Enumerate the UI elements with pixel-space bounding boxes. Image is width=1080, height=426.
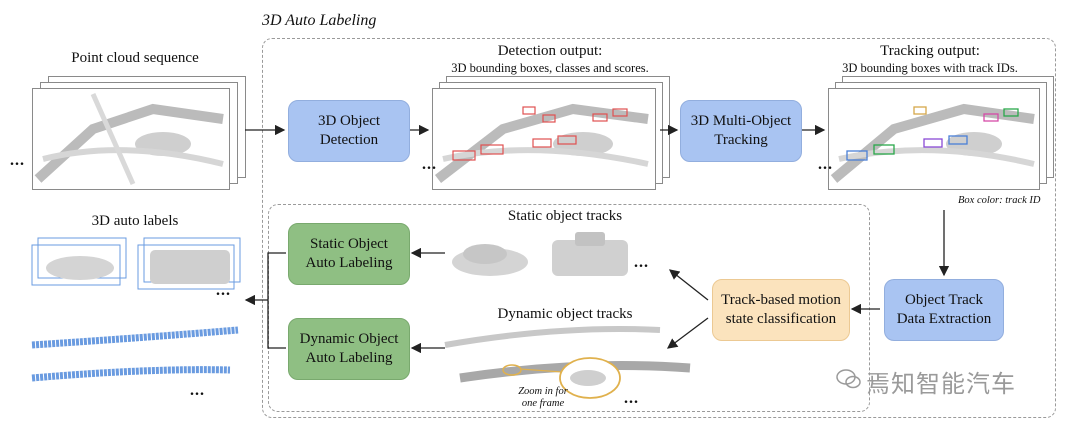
motion-line-2: state classification [725,311,837,327]
motion-line-1: Track-based motion [721,292,841,308]
auto-labels-ellipsis-bottom: ... [190,382,205,399]
zoom-caption: Zoom in for one frame [508,386,578,410]
tracking-line-1: 3D Multi-Object [690,113,792,129]
watermark-text: 焉知智能汽车 [866,370,1016,398]
static-line-1: Static Object [310,236,388,252]
detection-ellipsis: ... [422,156,437,173]
auto-labeling-region [262,38,1056,418]
motion-classification-box: Track-based motion state classification [712,279,850,341]
tracking-output-title: Tracking output: [880,43,980,59]
extraction-line-1: Object Track [905,292,983,308]
detection-frame-front [432,88,656,190]
static-line-2: Auto Labeling [305,255,393,271]
section-title: 3D Auto Labeling [262,12,377,29]
auto-labels-title: 3D auto labels [91,213,179,229]
dynamic-line-1: Dynamic Object [299,331,399,347]
tracking-ellipsis: ... [818,156,833,173]
dynamic-tracks-ellipsis: ... [624,390,639,407]
point-cloud-ellipsis: ... [10,152,25,169]
zoom-caption-line-1: Zoom in for [518,386,568,397]
point-cloud-label: Point cloud sequence [71,50,199,66]
dynamic-tracks-title: Dynamic object tracks [497,306,633,322]
tracking-line-2: Tracking [714,132,768,148]
tracking-output-subtitle: 3D bounding boxes with track IDs. [842,61,1018,75]
auto-labels-ellipsis-top: ... [216,282,231,299]
detection-output-title: Detection output: [497,43,603,59]
static-tracks-title: Static object tracks [507,208,623,224]
box-color-caption: Box color: track ID [958,195,1041,206]
object-detection-line-2: Detection [319,132,379,148]
extraction-line-2: Data Extraction [896,311,992,327]
zoom-caption-line-2: one frame [521,398,565,409]
dynamic-line-2: Auto Labeling [305,350,393,366]
object-detection-line-1: 3D Object [317,113,381,129]
point-cloud-frame-front [32,88,230,190]
static-tracks-ellipsis: ... [634,254,649,271]
wechat-logo-icon [836,368,862,390]
detection-output-subtitle: 3D bounding boxes, classes and scores. [451,61,649,75]
tracking-frame-front [828,88,1040,190]
